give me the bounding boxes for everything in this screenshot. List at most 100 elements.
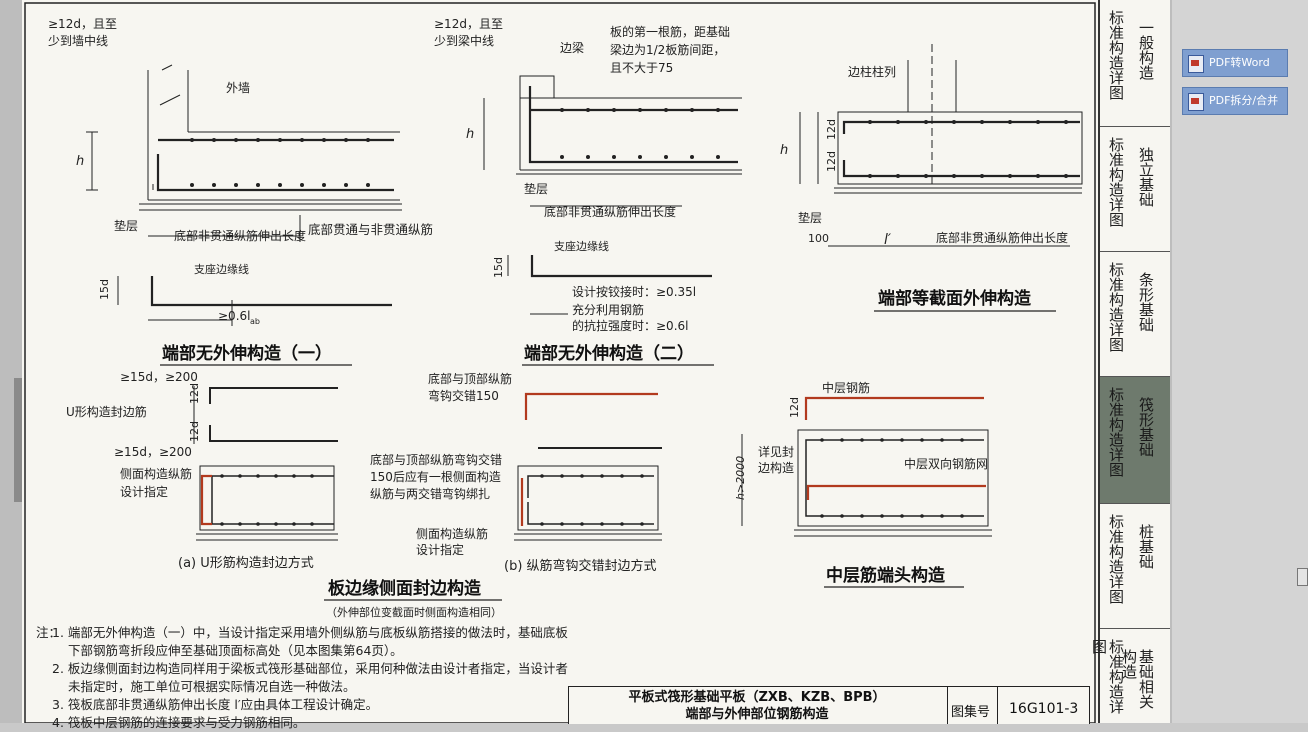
d1-label-1: 少到墙中线: [48, 33, 108, 48]
d2-title: 端部无外伸构造（二）: [524, 343, 694, 364]
tab-isolated-foundation[interactable]: 标准构造详图 独立基础: [1100, 127, 1170, 252]
d3-label-7: 底部非贯通纵筋伸出长度: [936, 230, 1068, 245]
d1-label-9: ≥0.6l: [218, 309, 250, 323]
d2-label-7: 垫层: [524, 181, 548, 196]
tab-label-primary: 标准构造详图: [1107, 387, 1125, 477]
title-block: 平板式筏形基础平板（ZXB、KZB、BPB） 端部与外伸部位钢筋构造 图集号 1…: [568, 686, 1090, 724]
d1-label-4: 垫层: [114, 218, 138, 233]
tab-label-primary: 标准构造详图: [1090, 639, 1125, 714]
pdf-to-word-label: PDF转Word: [1209, 56, 1270, 69]
figure-2-dots: [560, 108, 720, 159]
rebar-detail-drawing: ≥12d，且至 少到墙中线 外墙 h 垫层 底部非贯通纵筋伸出长度 底部贯通与非…: [24, 2, 1096, 723]
page-thumbnail-marker[interactable]: [14, 378, 22, 502]
d5-label-4: h>2000: [734, 456, 747, 500]
figure-end-no-overhang-1: [86, 64, 402, 326]
tab-label-secondary: 一般构造: [1137, 20, 1155, 80]
d4-label-12: 侧面构造纵筋: [416, 526, 488, 541]
d4-label-10: 150后应有一根侧面构造: [370, 469, 501, 484]
d5-label-1: 12d: [788, 397, 801, 418]
figure-mid-layer: [741, 429, 992, 537]
d3-label-6: l′: [884, 232, 892, 248]
tab-strip-foundation[interactable]: 标准构造详图 条形基础: [1100, 252, 1170, 377]
d4-label-2: 12d: [188, 383, 201, 404]
title-block-title: 平板式筏形基础平板（ZXB、KZB、BPB） 端部与外伸部位钢筋构造: [569, 689, 945, 723]
tab-label-primary: 标准构造详图: [1107, 137, 1125, 227]
pdf-page: ≥12d，且至 少到墙中线 外墙 h 垫层 底部非贯通纵筋伸出长度 底部贯通与非…: [22, 0, 1170, 730]
figure-3-dots: [868, 120, 1068, 178]
d4-label-0: ≥15d，≥200: [120, 370, 198, 384]
d5-label-3: 边构造: [758, 460, 794, 475]
d1-label-3: h: [76, 154, 84, 169]
d2-label-12: 充分利用钢筋: [572, 302, 644, 317]
d5-title: 中层筋端头构造: [826, 565, 946, 586]
d4-label-6: 设计指定: [120, 484, 168, 499]
d1-label-7: 支座边缘线: [194, 262, 249, 276]
d4-subtitle: （外伸部位变截面时侧面构造相同）: [326, 605, 502, 619]
notes-section: 注： 1. 端部无外伸构造（一）中，当设计指定采用墙外侧纵筋与底板纵筋搭接的做法…: [36, 624, 576, 732]
d1-label-0: ≥12d，且至: [48, 17, 117, 31]
figure-1-dots: [190, 138, 370, 187]
d2-label-6: h: [466, 127, 474, 142]
tab-label-secondary: 筏形基础: [1137, 397, 1155, 457]
d4-label-9: 底部与顶部纵筋弯钩交错: [370, 452, 502, 467]
atlas-number: 16G101-3: [1009, 701, 1079, 717]
d2-label-4: 梁边为1/2板筋间距，: [610, 42, 725, 57]
d1-title: 端部无外伸构造（一）: [162, 343, 332, 364]
d2-label-8: 底部非贯通纵筋伸出长度: [544, 204, 676, 219]
note-2: 2. 板边缘侧面封边构造同样用于梁板式筏形基础部位，采用何种做法由设计者指定，当…: [52, 661, 568, 694]
d4-label-13: 设计指定: [416, 542, 464, 557]
d4-caption-a: (a) U形筋构造封边方式: [178, 555, 314, 571]
d2-label-3: 板的第一根筋，距基础: [610, 24, 730, 39]
tab-label-secondary: 条形基础: [1137, 272, 1155, 332]
d2-label-0: ≥12d，且至: [434, 17, 503, 31]
d4-label-5: 侧面构造纵筋: [120, 466, 192, 481]
figure-edge-sealing: [193, 386, 662, 541]
d2-label-10: 15d: [492, 257, 505, 278]
d1-label-6: 底部贯通与非贯通纵筋: [308, 222, 433, 237]
figure-5-dots: [820, 438, 964, 518]
d2-label-1: 少到梁中线: [434, 33, 494, 48]
d1-label-10: ab: [250, 317, 260, 326]
tab-label-secondary: 基础相关构造: [1120, 649, 1155, 709]
d5-label-2: 详见封: [758, 444, 794, 459]
d4-label-4: ≥15d，≥200: [114, 445, 192, 459]
tab-label-primary: 标准构造详图: [1107, 514, 1125, 604]
d4-caption-b: (b) 纵筋弯钩交错封边方式: [504, 558, 657, 574]
d4-label-11: 纵筋与两交错弯钩绑扎: [370, 486, 490, 501]
d4-label-3: 12d: [188, 421, 201, 442]
pdf-split-merge-label: PDF拆分/合并: [1209, 94, 1279, 107]
d2-label-5: 且不大于75: [610, 61, 673, 75]
d4-title: 板边缘侧面封边构造: [328, 578, 482, 599]
d1-label-8: 15d: [98, 279, 111, 300]
d1-label-5: 底部非贯通纵筋伸出长度: [174, 228, 306, 243]
tab-general-construction[interactable]: 标准构造详图 一般构造: [1100, 0, 1170, 127]
chapter-tabs: 标准构造详图 一般构造 标准构造详图 独立基础 标准构造详图 条形基础 标准构造…: [1090, 0, 1170, 723]
tab-pile-foundation[interactable]: 标准构造详图 桩基础: [1100, 504, 1170, 629]
tool-sidebar: PDF转Word PDF拆分/合并: [1172, 0, 1308, 723]
atlas-number-label: 图集号: [951, 705, 991, 720]
scrollbar-grip[interactable]: [1297, 568, 1308, 586]
d4-label-1: U形构造封边筋: [66, 404, 147, 419]
pdf-icon: [1188, 93, 1204, 111]
d4-label-8: 弯钩交错150: [428, 388, 499, 403]
d2-label-11: 设计按铰接时：≥0.35l: [572, 284, 696, 299]
tab-label-secondary: 桩基础: [1137, 524, 1155, 569]
tab-foundation-related[interactable]: 标准构造详图 基础相关构造: [1090, 629, 1170, 723]
d5-label-5: 中层双向钢筋网: [904, 456, 988, 471]
d3-label-4: 垫层: [798, 210, 822, 225]
d1-label-2: 外墙: [226, 81, 250, 95]
d3-label-1: 12d: [825, 119, 838, 140]
pdf-to-word-button[interactable]: PDF转Word: [1182, 49, 1288, 77]
note-3: 3. 筏板底部非贯通纵筋伸出长度 l′应由具体工程设计确定。: [52, 697, 379, 712]
tab-raft-foundation[interactable]: 标准构造详图 筏形基础: [1100, 377, 1170, 504]
figure-4-dots: [220, 474, 644, 526]
document-viewer[interactable]: ≥12d，且至 少到墙中线 外墙 h 垫层 底部非贯通纵筋伸出长度 底部贯通与非…: [0, 0, 1172, 730]
note-1: 1. 端部无外伸构造（一）中，当设计指定采用墙外侧纵筋与底板纵筋搭接的做法时，基…: [52, 625, 568, 658]
notes-prefix: 注：: [36, 625, 62, 640]
d2-label-9: 支座边缘线: [554, 239, 609, 253]
d3-label-3: h: [780, 143, 788, 158]
pdf-split-merge-button[interactable]: PDF拆分/合并: [1182, 87, 1288, 115]
note-4: 4. 筏板中层钢筋的连接要求与受力钢筋相同。: [52, 715, 306, 730]
figure-end-no-overhang-2: [483, 75, 742, 315]
d2-label-13: 的抗拉强度时：≥0.6l: [572, 318, 688, 333]
